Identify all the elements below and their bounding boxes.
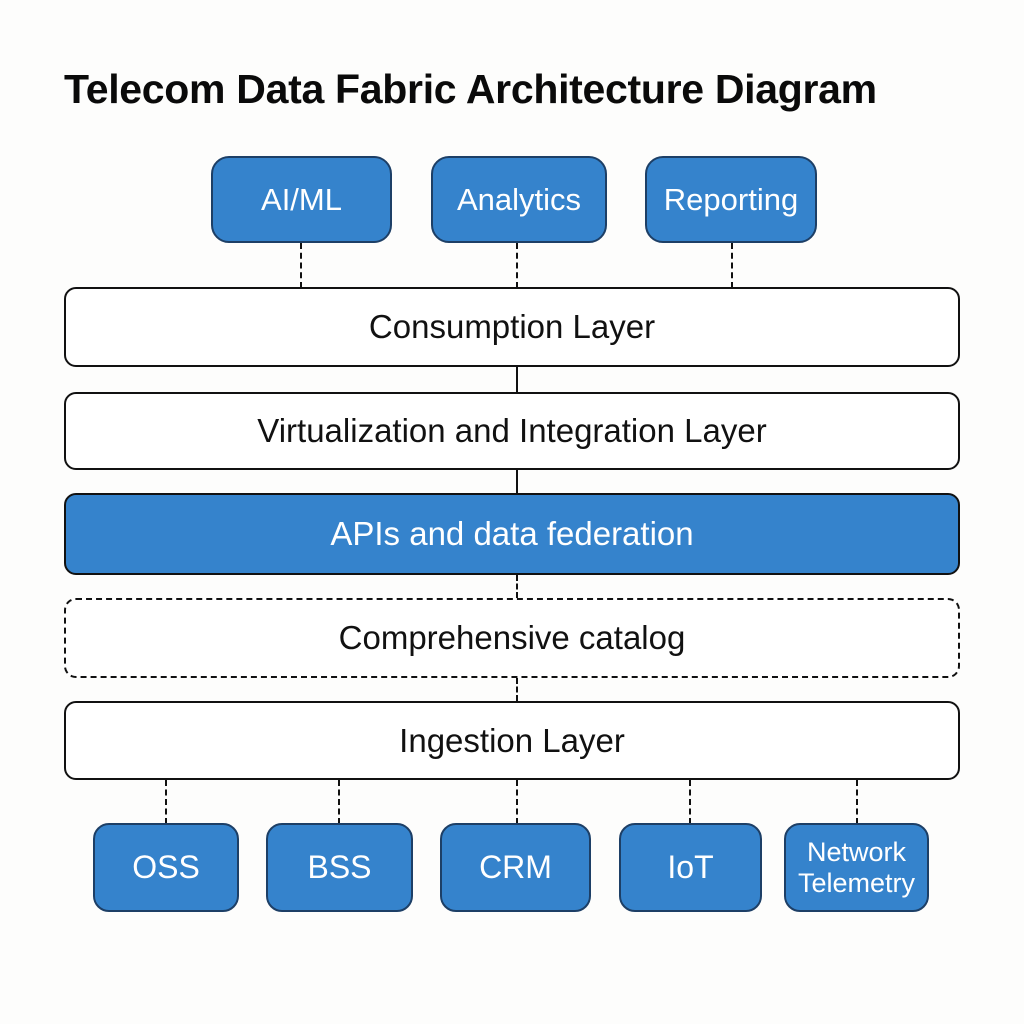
source-iot: IoT [619, 823, 762, 912]
diagram-title: Telecom Data Fabric Architecture Diagram [64, 66, 877, 112]
apis-data-federation-layer: APIs and data federation [64, 493, 960, 575]
consumer-ai-ml: AI/ML [211, 156, 392, 243]
consumer-analytics: Analytics [431, 156, 607, 243]
connector-analytics [516, 243, 518, 288]
connector-virtualization-apis [516, 470, 518, 493]
source-oss: OSS [93, 823, 239, 912]
connector-catalog-ingestion [516, 678, 518, 701]
connector-iot [689, 780, 691, 824]
connector-apis-catalog [516, 575, 518, 598]
source-crm: CRM [440, 823, 591, 912]
connector-bss [338, 780, 340, 824]
connector-oss [165, 780, 167, 824]
connector-crm [516, 780, 518, 824]
consumer-reporting: Reporting [645, 156, 817, 243]
connector-network-telemetry [856, 780, 858, 824]
source-network-telemetry: Network Telemetry [784, 823, 929, 912]
ingestion-layer: Ingestion Layer [64, 701, 960, 780]
comprehensive-catalog-layer: Comprehensive catalog [64, 598, 960, 678]
connector-ai-ml [300, 243, 302, 288]
consumption-layer: Consumption Layer [64, 287, 960, 367]
source-bss: BSS [266, 823, 413, 912]
virtualization-integration-layer: Virtualization and Integration Layer [64, 392, 960, 470]
connector-reporting [731, 243, 733, 288]
connector-consumption-virtualization [516, 367, 518, 392]
